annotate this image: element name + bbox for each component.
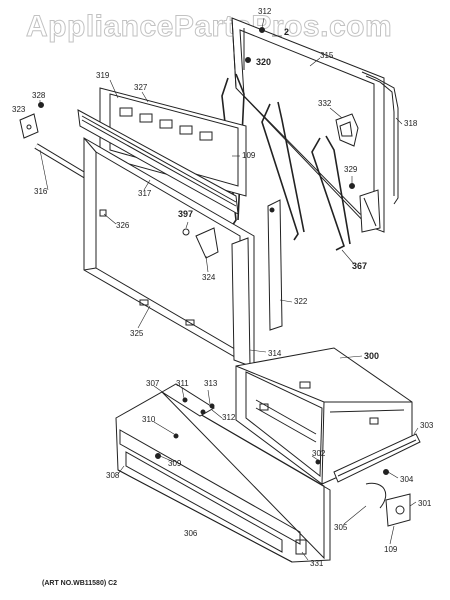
callout-314: 314 xyxy=(268,349,282,358)
callout-316: 316 xyxy=(34,187,48,196)
art-number-note: (ART NO.WB11580) C2 xyxy=(42,580,118,587)
door-vent-grill xyxy=(77,109,239,215)
door-side-channel xyxy=(231,237,251,367)
callout-331: 331 xyxy=(310,559,324,568)
callout-306: 306 xyxy=(184,529,198,538)
drawer-roller-bracket xyxy=(365,482,411,527)
drawer-trim xyxy=(161,383,215,417)
callout-320: 320 xyxy=(256,57,272,67)
callout-300: 300 xyxy=(364,351,380,361)
callout-323: 323 xyxy=(12,105,26,114)
callout-308: 308 xyxy=(106,471,120,480)
callout-301: 301 xyxy=(418,499,432,508)
callout-328: 328 xyxy=(32,91,46,100)
callout-109-top: 109 xyxy=(242,151,256,160)
callout-367: 367 xyxy=(352,261,368,271)
callout-324: 324 xyxy=(202,273,216,282)
callout-302: 302 xyxy=(312,449,326,458)
callout-2: 2 xyxy=(284,27,290,37)
callout-332: 332 xyxy=(318,99,332,108)
callout-305: 305 xyxy=(334,523,348,532)
leader-lines xyxy=(39,17,419,561)
callout-311: 311 xyxy=(176,379,189,388)
callout-397: 397 xyxy=(178,209,194,219)
callout-327: 327 xyxy=(134,83,148,92)
door-channel-322 xyxy=(267,199,283,331)
drawer-slide xyxy=(333,433,421,483)
callout-109-bottom: 109 xyxy=(384,545,398,554)
callout-329: 329 xyxy=(344,165,358,174)
callout-325: 325 xyxy=(130,329,144,338)
drawer-front-panel xyxy=(115,391,331,563)
wire-springs xyxy=(221,73,351,251)
callout-319: 319 xyxy=(96,71,110,80)
callout-315: 315 xyxy=(320,51,334,60)
door-side-strip xyxy=(359,189,381,233)
callout-313: 313 xyxy=(204,379,218,388)
hinge-bracket-323 xyxy=(19,113,39,139)
callout-312-lower: 312 xyxy=(222,413,236,422)
callout-310: 310 xyxy=(142,415,156,424)
callout-322: 322 xyxy=(294,297,308,306)
callout-304: 304 xyxy=(400,475,414,484)
callout-303: 303 xyxy=(420,421,434,430)
door-clip xyxy=(182,227,219,259)
hinge-332 xyxy=(335,113,359,147)
callout-317: 317 xyxy=(138,189,152,198)
callout-309: 309 xyxy=(168,459,182,468)
watermark: AppliancePartsPros.com xyxy=(25,10,393,44)
callout-307: 307 xyxy=(146,379,160,388)
door-gasket xyxy=(361,71,399,205)
callout-312: 312 xyxy=(258,7,272,16)
callout-318: 318 xyxy=(404,119,418,128)
callout-326: 326 xyxy=(116,221,130,230)
